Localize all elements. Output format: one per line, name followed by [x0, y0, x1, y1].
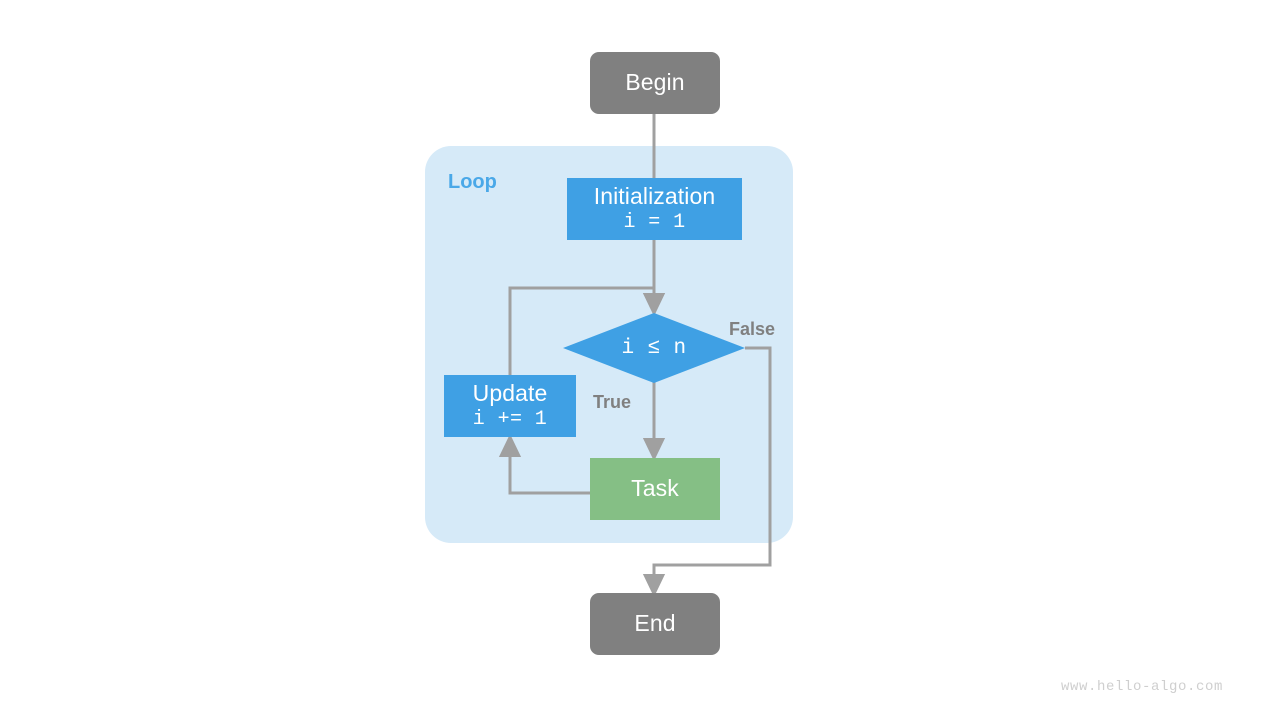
edge-condition-to-end — [642, 346, 772, 598]
node-condition-label: i ≤ n — [621, 336, 687, 360]
node-initialization-code: i = 1 — [623, 210, 686, 234]
diamond-shape — [563, 313, 745, 383]
loop-container-label: Loop — [448, 171, 497, 193]
node-update-label: Update — [472, 379, 548, 406]
edge-task-to-update — [498, 433, 590, 495]
node-end[interactable]: End — [590, 593, 720, 655]
node-task[interactable]: Task — [590, 458, 720, 520]
node-initialization[interactable]: Initialization i = 1 — [567, 178, 742, 240]
node-begin-label: Begin — [625, 69, 685, 96]
node-update-code: i += 1 — [472, 407, 548, 431]
node-begin[interactable]: Begin — [590, 52, 720, 114]
node-update[interactable]: Update i += 1 — [444, 375, 576, 437]
edge-update-to-condition — [508, 286, 666, 375]
node-end-label: End — [634, 610, 676, 637]
node-condition[interactable]: i ≤ n — [563, 313, 745, 383]
edge-label-true: True — [593, 392, 632, 412]
node-task-label: Task — [631, 475, 679, 502]
watermark: www.hello-algo.com — [1061, 679, 1224, 695]
node-initialization-label: Initialization — [593, 182, 716, 209]
edge-label-false: False — [729, 319, 776, 339]
